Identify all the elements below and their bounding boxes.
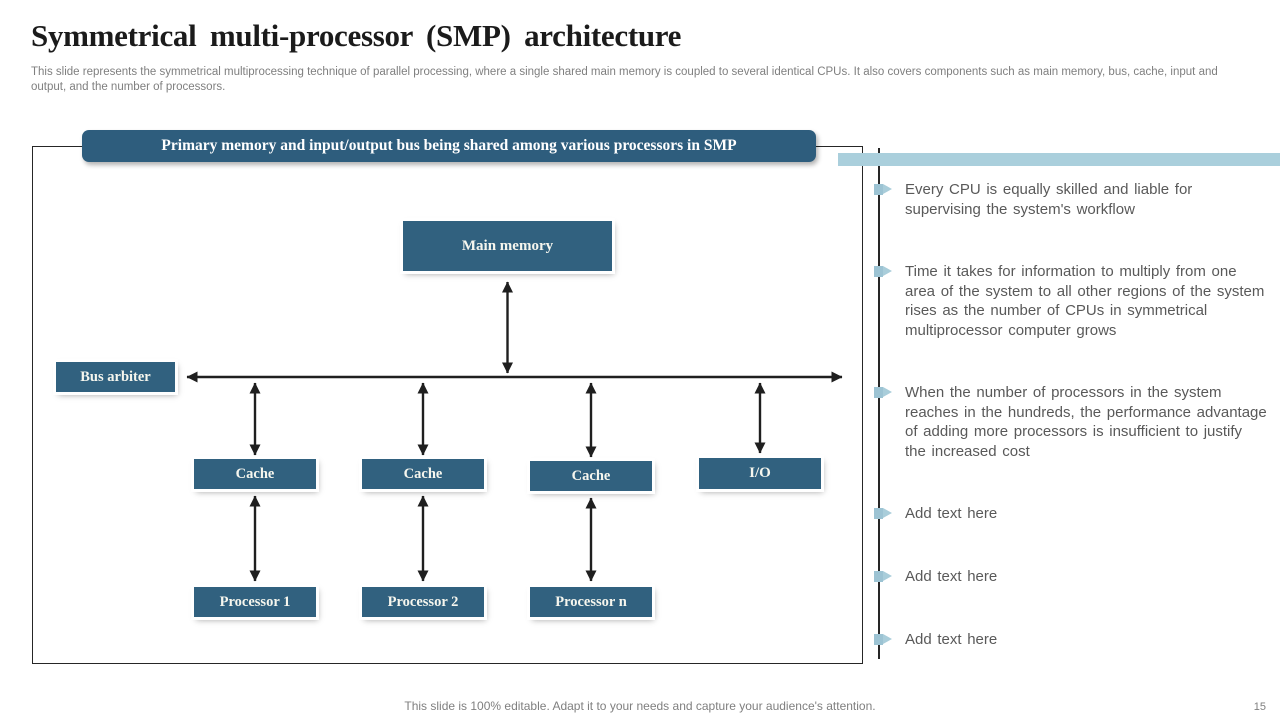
page-number: 15 bbox=[1253, 701, 1266, 713]
insight-item: When the number of processors in the sys… bbox=[874, 383, 1267, 461]
accent-bar bbox=[838, 153, 1280, 166]
node-processor-2: Processor 2 bbox=[362, 587, 484, 617]
arrow-bullet-icon bbox=[874, 266, 893, 277]
node-io: I/O bbox=[699, 458, 821, 489]
node-bus-arbiter: Bus arbiter bbox=[56, 362, 175, 392]
insight-text-placeholder: Add text here bbox=[905, 505, 998, 522]
insight-item: Add text here bbox=[874, 504, 1267, 524]
slide-description: This slide represents the symmetrical mu… bbox=[31, 66, 1218, 93]
insights-divider-line bbox=[878, 148, 880, 659]
page-title: Symmetrical multi-processor (SMP) archit… bbox=[31, 18, 682, 53]
arrow-bullet-icon bbox=[874, 508, 893, 519]
insight-text: Time it takes for information to multipl… bbox=[905, 263, 1265, 339]
node-cache-2: Cache bbox=[362, 459, 484, 489]
insight-text-placeholder: Add text here bbox=[905, 631, 998, 648]
node-cache-3: Cache bbox=[530, 461, 652, 491]
insight-item: Every CPU is equally skilled and liable … bbox=[874, 180, 1267, 219]
insight-item: Time it takes for information to multipl… bbox=[874, 262, 1267, 340]
footer-note: This slide is 100% editable. Adapt it to… bbox=[404, 699, 876, 713]
arrow-bullet-icon bbox=[874, 184, 893, 195]
insight-text: Every CPU is equally skilled and liable … bbox=[905, 181, 1193, 218]
diagram-caption-banner: Primary memory and input/output bus bein… bbox=[82, 130, 816, 162]
insight-text-placeholder: Add text here bbox=[905, 568, 998, 585]
arrow-bullet-icon bbox=[874, 634, 893, 645]
node-processor-n: Processor n bbox=[530, 587, 652, 617]
insight-item: Add text here bbox=[874, 567, 1267, 587]
arrow-bullet-icon bbox=[874, 571, 893, 582]
insight-text: When the number of processors in the sys… bbox=[905, 384, 1267, 460]
node-processor-1: Processor 1 bbox=[194, 587, 316, 617]
arrow-bullet-icon bbox=[874, 387, 893, 398]
insight-item: Add text here bbox=[874, 630, 1267, 650]
node-main-memory: Main memory bbox=[403, 221, 612, 271]
node-cache-1: Cache bbox=[194, 459, 316, 489]
